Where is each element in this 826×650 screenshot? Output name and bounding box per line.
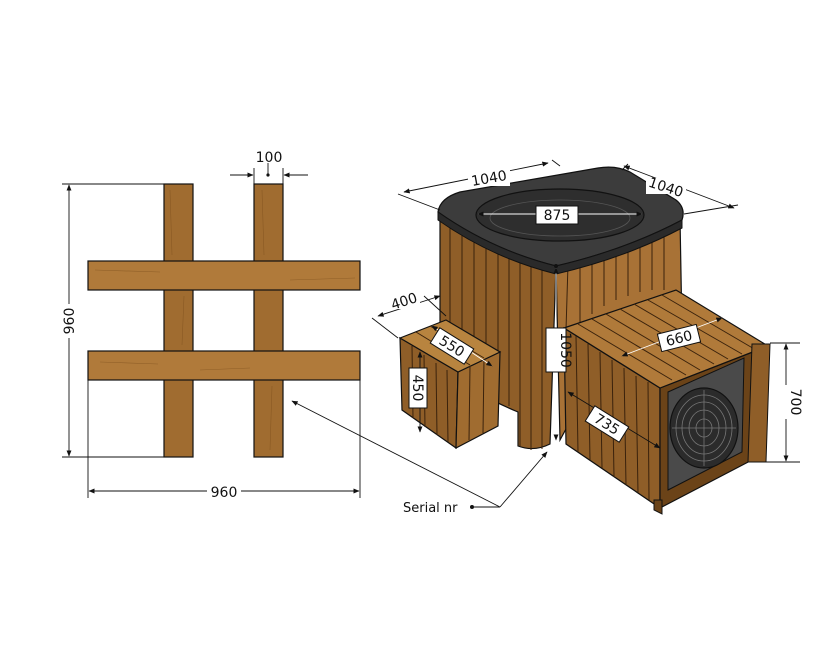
- plan-width-label: 960: [211, 485, 238, 501]
- serial-number-label: Serial nr: [403, 501, 458, 516]
- tub-opening-dimension: 875: [477, 205, 643, 225]
- tub-opening-label: 875: [544, 208, 571, 224]
- heater-width-label-box: [656, 323, 702, 353]
- plan-view: 960 960 100: [58, 150, 361, 501]
- tub-height-label: 1050: [557, 332, 573, 368]
- plan-beam-dimension: 100: [230, 150, 308, 184]
- tub-opening-label-box: [535, 205, 579, 225]
- tub-width-left-label: 1040: [470, 168, 508, 190]
- tub-height-dimension: 1050: [545, 264, 573, 441]
- vertical-beam-right: [253, 183, 284, 458]
- lid-side: [437, 211, 683, 275]
- plan-height-dimension: 960: [58, 183, 164, 458]
- heater-height-dimension: 700: [766, 342, 803, 463]
- horizontal-beam-top: [87, 260, 361, 291]
- vertical-beam-left: [163, 183, 194, 458]
- step-height-dimension: 450: [408, 351, 428, 433]
- heater-width-dimension: 660: [621, 317, 723, 357]
- tub-height-label-box: [545, 327, 567, 373]
- plan-width-dimension: 960: [87, 380, 361, 501]
- step-depth-label: 400: [389, 290, 419, 313]
- plan-height-label: 960: [62, 308, 78, 335]
- heater-depth-label-box: [584, 405, 630, 443]
- heater-height-label: 700: [787, 389, 803, 416]
- tub-width-left-dimension: 1040: [397, 159, 561, 211]
- heater-width-label: 660: [664, 328, 694, 350]
- serial-number-callout: Serial nr: [291, 400, 548, 516]
- iso-view: 1040 1040 875 1050 400: [291, 159, 803, 516]
- heat-pump-fan-icon: [669, 387, 739, 469]
- step-depth-dimension: 400: [371, 290, 447, 339]
- step-height-label: 450: [409, 375, 425, 402]
- horizontal-beam-bottom: [87, 350, 361, 381]
- plan-beam-label: 100: [256, 150, 283, 166]
- step-length-label-box: [429, 327, 475, 365]
- step-height-label-box: [408, 367, 428, 409]
- heater-box: [562, 289, 771, 515]
